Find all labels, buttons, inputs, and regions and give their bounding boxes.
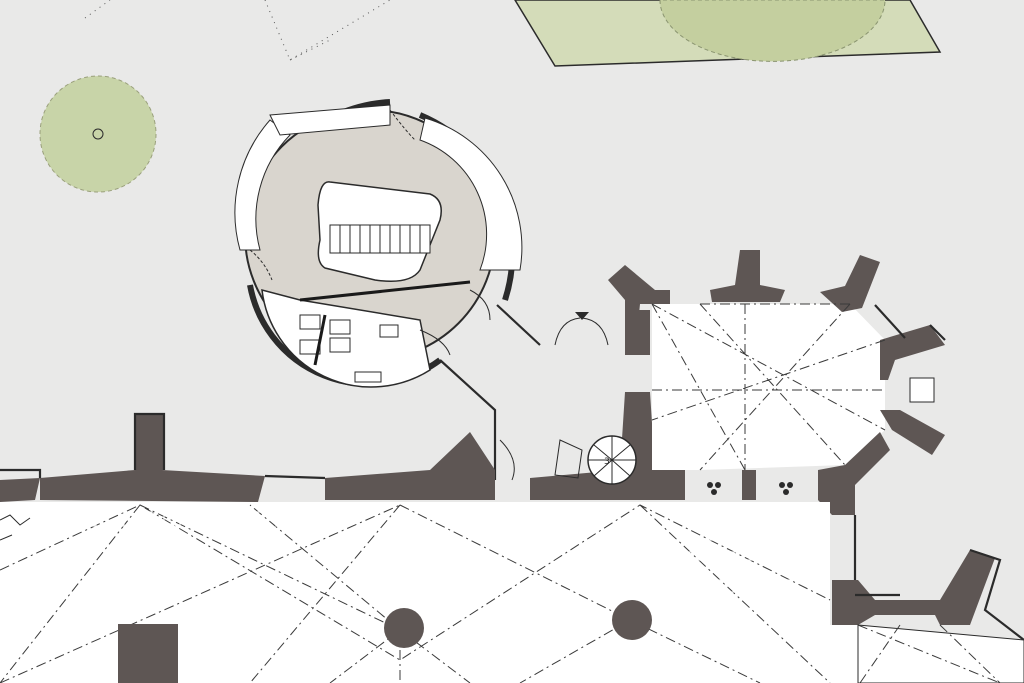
central-staircase [329,224,431,254]
rotunda-building [234,99,523,388]
entrance-marker-icon [554,312,609,346]
church-north-wall [0,392,685,502]
tree-canopy [39,75,157,193]
spiral-staircase: 3 [554,435,637,485]
connector-walls [439,304,541,481]
church-hall [0,502,1024,683]
green-lawn-area [514,0,942,67]
southeast-wall [832,548,1024,641]
stair-number: 3 [604,457,610,467]
octagonal-chapel [608,250,946,595]
